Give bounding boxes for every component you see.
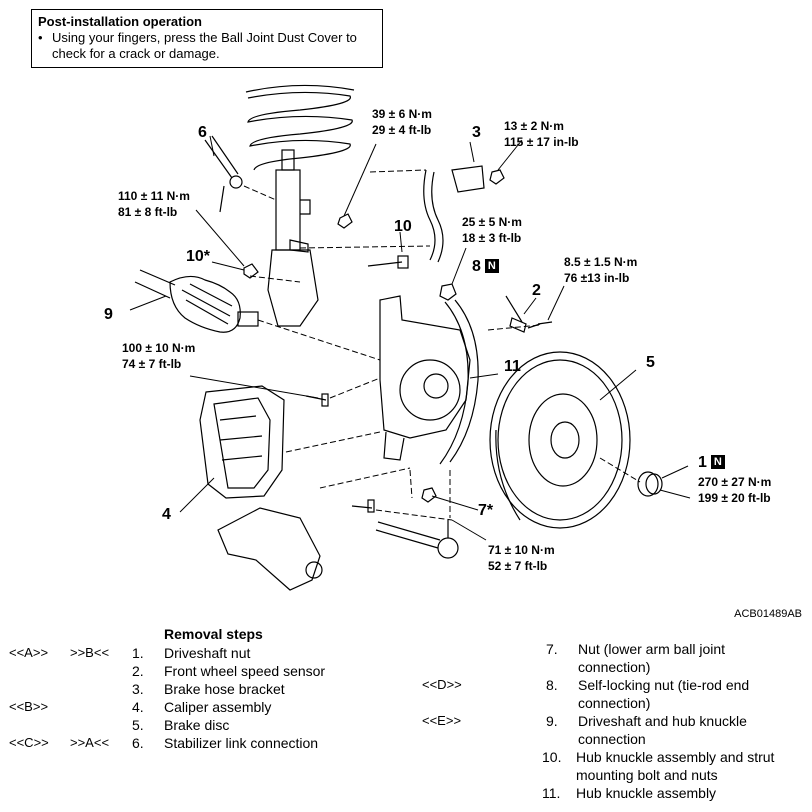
step-text: connection xyxy=(578,731,646,747)
operation-ref: <<C>> xyxy=(9,735,49,750)
tie-rod-end xyxy=(375,520,459,559)
post-installation-note: Post-installation operation • Using your… xyxy=(31,9,383,68)
torque-label: 8.5 ± 1.5 N·m 76 ±13 in-lb xyxy=(564,254,637,286)
operation-ref: <<B>> xyxy=(9,699,49,714)
figure-code: ACB01489AB xyxy=(734,608,802,620)
lower-arm xyxy=(217,507,323,591)
callout-1-number: 1 xyxy=(698,454,707,471)
step-number: 2. xyxy=(132,663,144,679)
step-number: 9. xyxy=(546,713,558,729)
torque-metric: 8.5 ± 1.5 N·m xyxy=(564,255,638,269)
step-text: Driveshaft nut xyxy=(164,645,251,661)
step-text: Brake disc xyxy=(164,717,230,733)
bullet: • xyxy=(38,30,43,45)
torque-imperial: 18 ± 3 ft-lb xyxy=(462,231,522,245)
step-number: 7. xyxy=(546,641,558,657)
brake-disc xyxy=(489,351,631,529)
torque-imperial: 52 ± 7 ft-lb xyxy=(488,559,548,573)
n-symbol: N xyxy=(710,455,725,469)
driveshaft xyxy=(134,269,259,333)
torque-label: 71 ± 10 N·m 52 ± 7 ft-lb xyxy=(488,542,555,574)
torque-label: 39 ± 6 N·m 29 ± 4 ft-lb xyxy=(372,106,432,138)
note-item: • Using your fingers, press the Ball Joi… xyxy=(38,30,376,62)
callout-4: 4 xyxy=(162,506,171,523)
hub-knuckle xyxy=(379,295,479,465)
step-text: connection) xyxy=(578,695,651,711)
step-text: Stabilizer link connection xyxy=(164,735,319,751)
stabilizer-link xyxy=(204,135,243,213)
step-text: Hub knuckle assembly and strut xyxy=(576,749,775,765)
operation-ref: <<E>> xyxy=(422,713,462,728)
callout-3: 3 xyxy=(472,124,481,141)
torque-imperial: 76 ±13 in-lb xyxy=(564,271,630,285)
n-symbol: N xyxy=(484,259,499,273)
torque-imperial: 81 ± 8 ft-lb xyxy=(118,205,178,219)
operation-ref: <<D>> xyxy=(422,677,462,692)
callout-11: 11 xyxy=(504,358,521,375)
strut xyxy=(267,149,319,327)
step-text: Front wheel speed sensor xyxy=(164,663,326,679)
torque-label: 13 ± 2 N·m 115 ± 17 in-lb xyxy=(504,118,579,150)
exploded-diagram xyxy=(129,84,691,591)
step-text: mounting bolt and nuts xyxy=(576,767,718,783)
step-number: 6. xyxy=(132,735,144,751)
callout-5: 5 xyxy=(646,354,655,371)
callout-6: 6 xyxy=(198,124,207,141)
callout-10: 10 xyxy=(394,218,412,235)
torque-label: 110 ± 11 N·m 81 ± 8 ft-lb xyxy=(118,188,190,220)
torque-metric: 110 ± 11 N·m xyxy=(118,189,190,203)
operation-ref: >>A<< xyxy=(70,735,110,750)
leader-lines xyxy=(129,135,691,541)
note-line-2: check for a crack or damage. xyxy=(52,46,220,61)
caliper xyxy=(199,385,285,499)
torque-metric: 25 ± 5 N·m xyxy=(462,215,522,229)
removal-steps-title: Removal steps xyxy=(164,626,263,642)
step-text: Brake hose bracket xyxy=(164,681,285,697)
step-number: 8. xyxy=(546,677,558,693)
driveshaft-nut xyxy=(637,471,663,497)
note-line-1: Using your fingers, press the Ball Joint… xyxy=(52,30,357,45)
torque-label: 100 ± 10 N·m 74 ± 7 ft-lb xyxy=(122,340,195,372)
torque-metric: 270 ± 27 N·m xyxy=(698,475,772,489)
torque-imperial: 199 ± 20 ft-lb xyxy=(698,491,771,505)
step-text: Self-locking nut (tie-rod end xyxy=(578,677,750,693)
step-text: Driveshaft and hub knuckle xyxy=(578,713,747,729)
torque-metric: 71 ± 10 N·m xyxy=(488,543,555,557)
speed-sensor xyxy=(505,295,541,333)
leader-lines-dashed xyxy=(243,169,641,521)
step-number: 5. xyxy=(132,717,144,733)
callout-10-star: 10* xyxy=(186,248,211,265)
step-number: 1. xyxy=(132,645,144,661)
step-number: 10. xyxy=(542,749,562,765)
step-number: 3. xyxy=(132,681,144,697)
torque-label: 25 ± 5 N·m 18 ± 3 ft-lb xyxy=(462,214,522,246)
operation-ref: <<A>> xyxy=(9,645,49,660)
callout-9: 9 xyxy=(104,306,113,323)
torque-imperial: 74 ± 7 ft-lb xyxy=(122,357,182,371)
step-number: 4. xyxy=(132,699,144,715)
callout-2: 2 xyxy=(532,282,541,299)
brake-hose-bracket xyxy=(423,165,485,263)
torque-metric: 100 ± 10 N·m xyxy=(122,341,196,355)
torque-imperial: 115 ± 17 in-lb xyxy=(504,135,579,149)
coil-spring xyxy=(245,84,355,171)
step-text: Caliper assembly xyxy=(164,699,272,715)
step-text: connection) xyxy=(578,659,651,675)
callout-8-number: 8 xyxy=(472,258,481,275)
operation-ref: >>B<< xyxy=(70,645,110,660)
callout-7-star: 7* xyxy=(478,502,494,519)
torque-imperial: 29 ± 4 ft-lb xyxy=(372,123,432,137)
step-text: Hub knuckle assembly xyxy=(576,785,717,801)
torque-metric: 13 ± 2 N·m xyxy=(504,119,564,133)
torque-metric: 39 ± 6 N·m xyxy=(372,107,432,121)
note-title: Post-installation operation xyxy=(38,14,202,29)
step-text: Nut (lower arm ball joint xyxy=(578,641,726,657)
note-text: Using your fingers, press the Ball Joint… xyxy=(52,30,357,62)
torque-label: 270 ± 27 N·m 199 ± 20 ft-lb xyxy=(698,474,771,506)
step-number: 11. xyxy=(542,785,561,801)
